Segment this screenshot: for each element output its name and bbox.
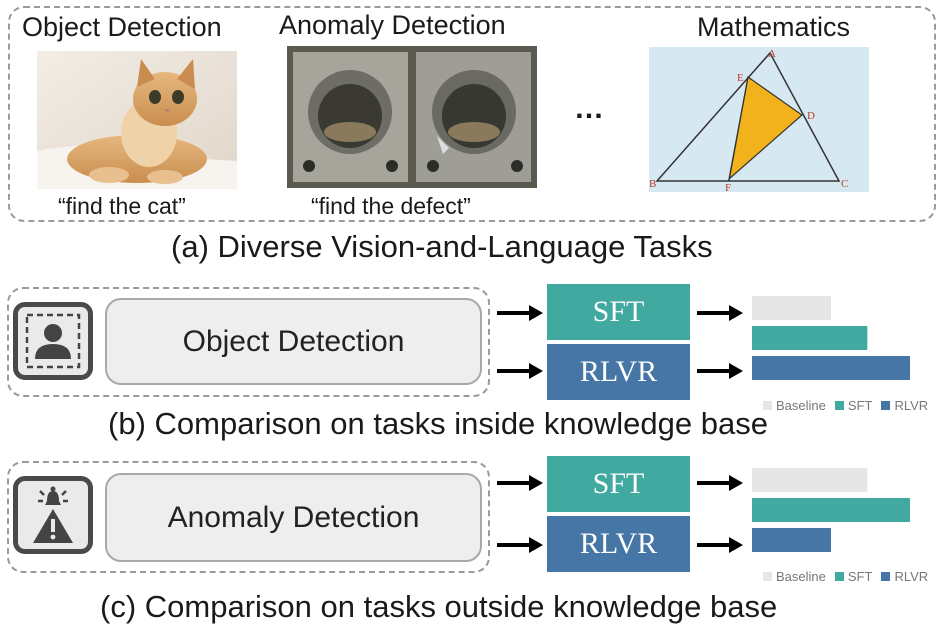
label-d: D [807, 110, 815, 122]
legend-label-rlvr: RLVR [894, 569, 929, 584]
prompt-find-defect: “find the defect” [311, 193, 471, 219]
task-panel-c [7, 461, 490, 573]
arrow-icon [497, 305, 543, 321]
label-f: F [725, 182, 731, 192]
rlvr-box-b: RLVR [547, 344, 690, 400]
label-b: B [649, 178, 656, 190]
bar-chart-c [752, 468, 910, 552]
arrow-icon [697, 475, 743, 491]
label-a: A [768, 48, 776, 60]
legend-item-rlvr: RLVR [881, 569, 928, 584]
caption-a: (a) Diverse Vision-and-Language Tasks [171, 229, 713, 264]
task-title-anomaly-detection: Anomaly Detection [279, 10, 506, 40]
legend-item-sft: SFT [834, 569, 873, 584]
legend-b: Baseline SFT RLVR [763, 398, 937, 413]
bar-rlvr [752, 528, 831, 552]
bar-baseline [752, 468, 868, 492]
arrow-icon [697, 537, 743, 553]
person-frame-icon-box [13, 302, 93, 380]
task-title-mathematics: Mathematics [697, 12, 851, 42]
caption-b: (b) Comparison on tasks inside knowledge… [108, 406, 768, 441]
rlvr-box-c: RLVR [547, 516, 690, 572]
task-box-anomaly-detection: Anomaly Detection [105, 473, 482, 562]
legend-label-baseline: Baseline [776, 569, 826, 584]
label-e: E [737, 72, 744, 84]
bar-chart-b [752, 296, 910, 380]
bar-sft [752, 498, 910, 522]
alarm-warning-icon [33, 486, 73, 543]
alarm-warning-icon-box [13, 476, 93, 554]
bar-baseline [752, 296, 831, 320]
bar-rlvr [752, 356, 910, 380]
sft-box-b: SFT [547, 284, 690, 340]
ellipsis: … [574, 92, 604, 125]
legend-c: Baseline SFT RLVR [763, 569, 937, 584]
task-panel-b [7, 287, 490, 397]
arrow-icon [497, 363, 543, 379]
bar-sft [752, 326, 868, 350]
cat-image [37, 51, 237, 189]
arrow-icon [497, 475, 543, 491]
legend-item-rlvr: RLVR [881, 398, 928, 413]
legend-item-baseline: Baseline [763, 569, 826, 584]
caption-c: (c) Comparison on tasks outside knowledg… [100, 589, 778, 624]
arrow-icon [697, 305, 743, 321]
legend-label-baseline: Baseline [776, 398, 826, 413]
arrow-icon [497, 537, 543, 553]
arrow-icon [697, 363, 743, 379]
tasks-panel [8, 6, 936, 222]
prompt-find-cat: “find the cat” [58, 193, 186, 219]
task-box-object-detection: Object Detection [105, 298, 482, 385]
task-title-object-detection: Object Detection [22, 12, 222, 42]
geometry-image: A B C D E F [649, 47, 869, 192]
legend-item-baseline: Baseline [763, 398, 826, 413]
label-c: C [841, 178, 848, 190]
sft-box-c: SFT [547, 456, 690, 512]
legend-label-sft: SFT [847, 398, 873, 413]
legend-label-sft: SFT [847, 569, 873, 584]
defect-image [287, 46, 537, 188]
person-frame-icon [25, 313, 81, 369]
legend-label-rlvr: RLVR [894, 398, 929, 413]
legend-item-sft: SFT [834, 398, 873, 413]
